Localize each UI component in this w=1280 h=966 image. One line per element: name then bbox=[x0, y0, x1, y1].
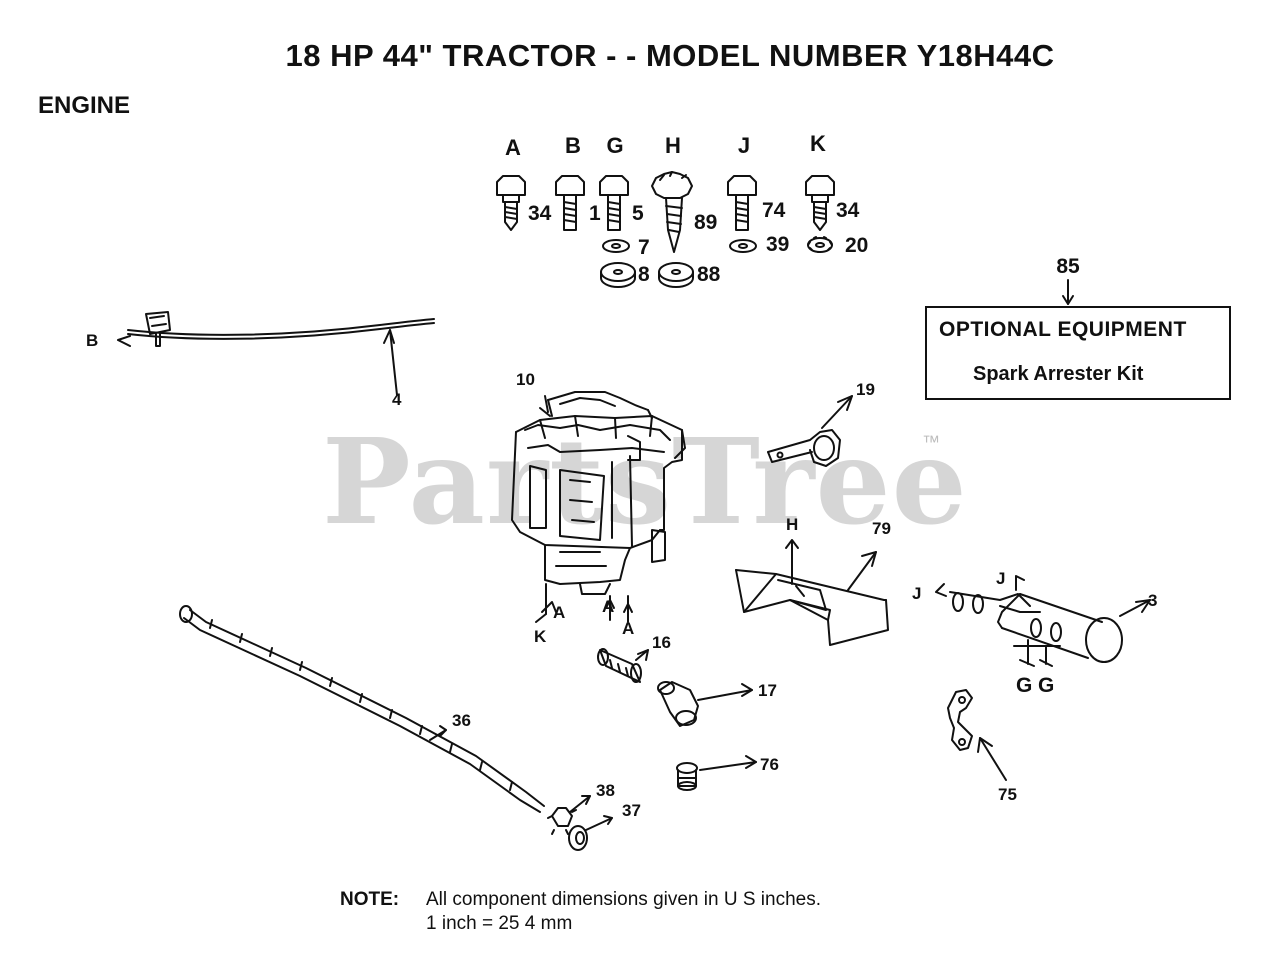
callout-a-1: A bbox=[553, 603, 565, 622]
callout-a-3: A bbox=[622, 619, 634, 638]
hardware-part-20: 20 bbox=[845, 234, 868, 257]
hardware-part-7: 7 bbox=[638, 236, 650, 259]
hardware-part-39: 39 bbox=[766, 233, 789, 256]
callout-19: 19 bbox=[856, 380, 875, 399]
bolt-g-drawing bbox=[599, 175, 636, 288]
hardware-letter-h: H bbox=[665, 133, 681, 158]
engine-drawing bbox=[511, 391, 686, 623]
note-label: NOTE: bbox=[340, 889, 400, 910]
watermark-trademark: ™ bbox=[922, 432, 940, 452]
muffler-clamp-drawing bbox=[767, 395, 853, 467]
watermark: PartsTree bbox=[322, 412, 968, 551]
hardware-part-5: 5 bbox=[632, 202, 644, 225]
bolt-a-drawing bbox=[496, 175, 526, 231]
callout-j-top: J bbox=[996, 569, 1005, 588]
note-text: All component dimensions given in U S in… bbox=[426, 888, 821, 936]
note-block: NOTE: All component dimensions given in U… bbox=[340, 888, 821, 936]
callout-a-2: A bbox=[602, 597, 614, 616]
hardware-letter-j: J bbox=[738, 133, 750, 158]
hardware-part-34-a: 34 bbox=[528, 202, 552, 225]
pipe-elbow-drawing bbox=[657, 681, 753, 727]
callout-16: 16 bbox=[652, 633, 671, 652]
cap-drawing bbox=[568, 815, 613, 851]
callout-3: 3 bbox=[1148, 591, 1157, 610]
note-line-1: All component dimensions given in U S in… bbox=[426, 889, 821, 910]
callout-85: 85 bbox=[1056, 255, 1080, 278]
callout-79: 79 bbox=[872, 519, 891, 538]
optional-equipment-title: OPTIONAL EQUIPMENT bbox=[939, 318, 1187, 341]
heat-shield-drawing bbox=[735, 539, 889, 646]
callout-75: 75 bbox=[998, 785, 1017, 804]
callout-38: 38 bbox=[596, 781, 615, 800]
hardware-part-8: 8 bbox=[638, 263, 650, 286]
grommet-drawing bbox=[547, 795, 591, 835]
callout-36: 36 bbox=[452, 711, 471, 730]
pipe-nipple-drawing bbox=[597, 648, 649, 683]
bolt-j-drawing bbox=[727, 175, 757, 253]
callout-g-left: G bbox=[1016, 674, 1032, 697]
callout-j-left: J bbox=[912, 584, 921, 603]
hardware-part-1: 1 bbox=[589, 202, 601, 225]
hardware-letter-a: A bbox=[505, 135, 521, 160]
callout-17: 17 bbox=[758, 681, 777, 700]
callout-k: K bbox=[534, 627, 547, 646]
hardware-letter-g: G bbox=[606, 133, 623, 158]
hardware-letter-b: B bbox=[565, 133, 581, 158]
callout-76: 76 bbox=[760, 755, 779, 774]
callout-b: B bbox=[86, 331, 98, 350]
bracket-drawing bbox=[947, 689, 1007, 781]
muffler-drawing bbox=[935, 575, 1151, 667]
throttle-cable-drawing bbox=[117, 311, 435, 396]
diagram-title: 18 HP 44" TRACTOR - - MODEL NUMBER Y18H4… bbox=[285, 38, 1055, 73]
hardware-part-74: 74 bbox=[762, 199, 786, 222]
callout-37: 37 bbox=[622, 801, 641, 820]
hardware-part-89: 89 bbox=[694, 211, 717, 234]
hardware-letter-k: K bbox=[810, 131, 826, 156]
fitting-drawing bbox=[676, 755, 757, 791]
bolt-b-drawing bbox=[555, 175, 585, 231]
note-line-2: 1 inch = 25 4 mm bbox=[426, 913, 573, 934]
bolt-h-drawing bbox=[651, 171, 694, 288]
callout-g-right: G bbox=[1038, 674, 1054, 697]
dipstick-tube-drawing bbox=[179, 605, 545, 813]
hardware-part-88: 88 bbox=[697, 263, 721, 286]
bolt-k-drawing bbox=[805, 175, 835, 253]
hardware-part-34-k: 34 bbox=[836, 199, 860, 222]
callout-h: H bbox=[786, 515, 798, 534]
callout-10: 10 bbox=[516, 370, 535, 389]
optional-equipment-item: Spark Arrester Kit bbox=[973, 363, 1144, 385]
callout-4: 4 bbox=[392, 390, 402, 409]
optional-equipment-box: OPTIONAL EQUIPMENT Spark Arrester Kit bbox=[925, 306, 1231, 400]
section-heading: ENGINE bbox=[38, 92, 131, 119]
